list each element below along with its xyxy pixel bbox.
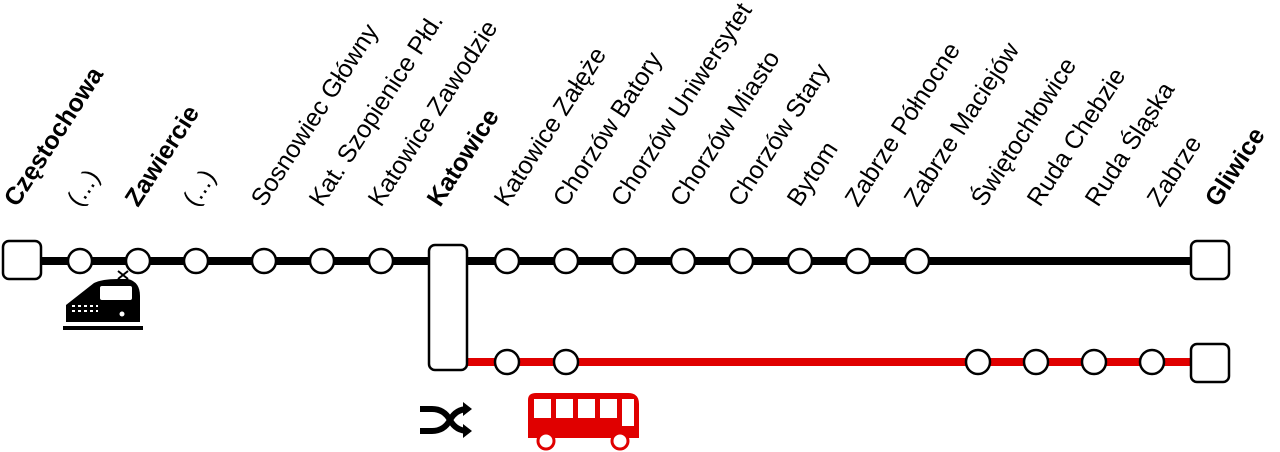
stop-chorzow-miasto: [669, 247, 697, 275]
station-label-zabrze: Zabrze: [1142, 131, 1208, 212]
interchange-katowice: [427, 243, 469, 372]
stop-katowice-zaleze: [493, 247, 521, 275]
station-label-bytom: Bytom: [782, 137, 844, 212]
bus-stop-ruda-chebzie: [1022, 348, 1050, 376]
bus-stop-katowice-zaleze: [493, 348, 521, 376]
stop-ellipsis-2: [182, 247, 210, 275]
stop-ellipsis-1: [66, 247, 94, 275]
train-icon: [63, 270, 143, 330]
station-label-ellipsis-2: (...): [178, 165, 222, 212]
terminal-czestochowa: [1, 239, 43, 281]
bus-stop-swietochlowice: [964, 348, 992, 376]
bus-stop-ruda-slaska: [1080, 348, 1108, 376]
stop-bytom: [786, 247, 814, 275]
bus-stops: [493, 348, 1166, 376]
bus-icon: [528, 393, 639, 451]
shuffle-transfer-icon: [420, 402, 472, 438]
stop-sosnowiec-glowny: [250, 247, 278, 275]
stop-zabrze-maciejow: [903, 247, 931, 275]
station-labels: Częstochowa (...) Zawiercie (...) Sosnow…: [0, 0, 1271, 211]
stop-zawiercie: [124, 247, 152, 275]
stop-katowice-zawodzie: [367, 247, 395, 275]
bus-stop-chorzow-batory: [552, 348, 580, 376]
stop-chorzow-batory: [552, 247, 580, 275]
stop-chorzow-stary: [727, 247, 755, 275]
stop-chorzow-uniwersytet: [610, 247, 638, 275]
terminal-gliwice-rail: [1189, 239, 1231, 281]
bus-stop-zabrze: [1138, 348, 1166, 376]
station-label-gliwice: Gliwice: [1200, 123, 1271, 212]
terminal-gliwice-bus: [1189, 342, 1231, 384]
stop-kat-szopienice-pld: [308, 247, 336, 275]
rail-stops: [66, 247, 931, 275]
station-label-ellipsis-1: (...): [62, 165, 106, 212]
stop-zabrze-polnocne: [844, 247, 872, 275]
